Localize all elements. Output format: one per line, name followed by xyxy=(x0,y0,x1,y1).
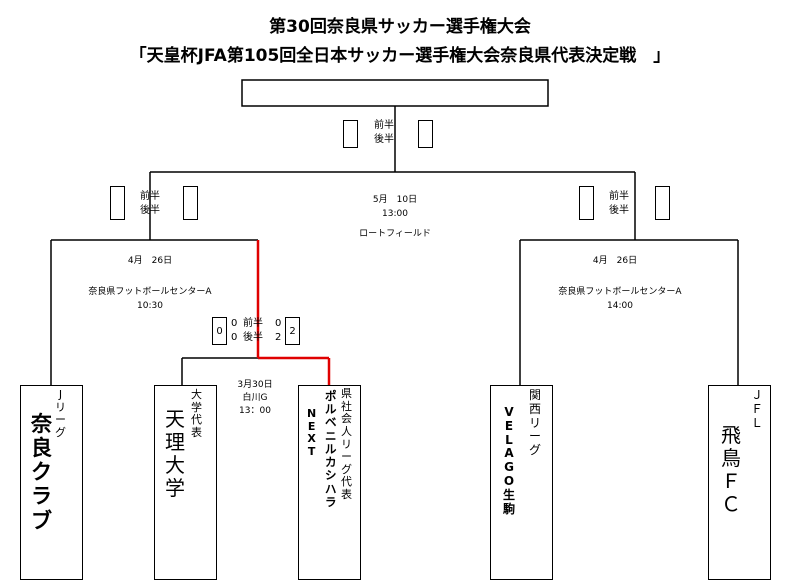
final-venue: ロートフィールド xyxy=(359,229,431,239)
final-date: 5月 10日 xyxy=(372,195,418,205)
semi-right-score-right xyxy=(655,186,670,220)
final-halves: 前半後半 xyxy=(374,120,394,145)
semi-right-halves: 前半後半 xyxy=(609,191,629,216)
semi-left-time: 10:30 xyxy=(137,301,163,311)
final-score-left xyxy=(343,120,358,148)
winner-path xyxy=(256,240,331,386)
title-line-2: 「天皇杯JFA第105回全日本サッカー選手権大会奈良県代表決定戦 」 xyxy=(129,46,671,66)
title-line-1: 第30回奈良県サッカー選手権大会 xyxy=(269,17,531,37)
team-category: 県社会人リーグ代表 xyxy=(341,387,352,502)
champion-box xyxy=(241,79,549,107)
team-name: 奈良クラブ xyxy=(31,412,52,533)
final-time: 13:00 xyxy=(382,209,408,219)
first-round-halves: 前半後半 xyxy=(243,318,263,343)
semi-right-time: 14:00 xyxy=(607,301,633,311)
semi-left-venue: 奈良県フットボールセンターA xyxy=(88,287,212,297)
first-round-total-right: 2 xyxy=(285,317,300,345)
team-category: 関西リーグ xyxy=(529,388,542,458)
semi-left-score-left xyxy=(110,186,125,220)
first-round-venue: 白川G xyxy=(242,393,268,403)
team-category: 大学代表 xyxy=(191,388,202,439)
final-score-right xyxy=(418,120,433,148)
first-round-date: 3月30日 xyxy=(237,380,273,390)
team-box-tenri: 大学代表 天理大学 xyxy=(154,385,217,580)
semi-right-date: 4月 26日 xyxy=(592,256,638,266)
semi-left-date: 4月 26日 xyxy=(127,256,173,266)
semi-right-score-left xyxy=(579,186,594,220)
first-round-total-left: 0 xyxy=(212,317,227,345)
first-round-time: 13：00 xyxy=(239,406,271,416)
team-name: ポルベニルカシハラ xyxy=(325,389,337,509)
team-name: 天理大学 xyxy=(165,407,185,500)
semi-right-venue: 奈良県フットボールセンターA xyxy=(558,287,682,297)
semi-left-halves: 前半後半 xyxy=(140,191,160,216)
semi-left-score-right xyxy=(183,186,198,220)
